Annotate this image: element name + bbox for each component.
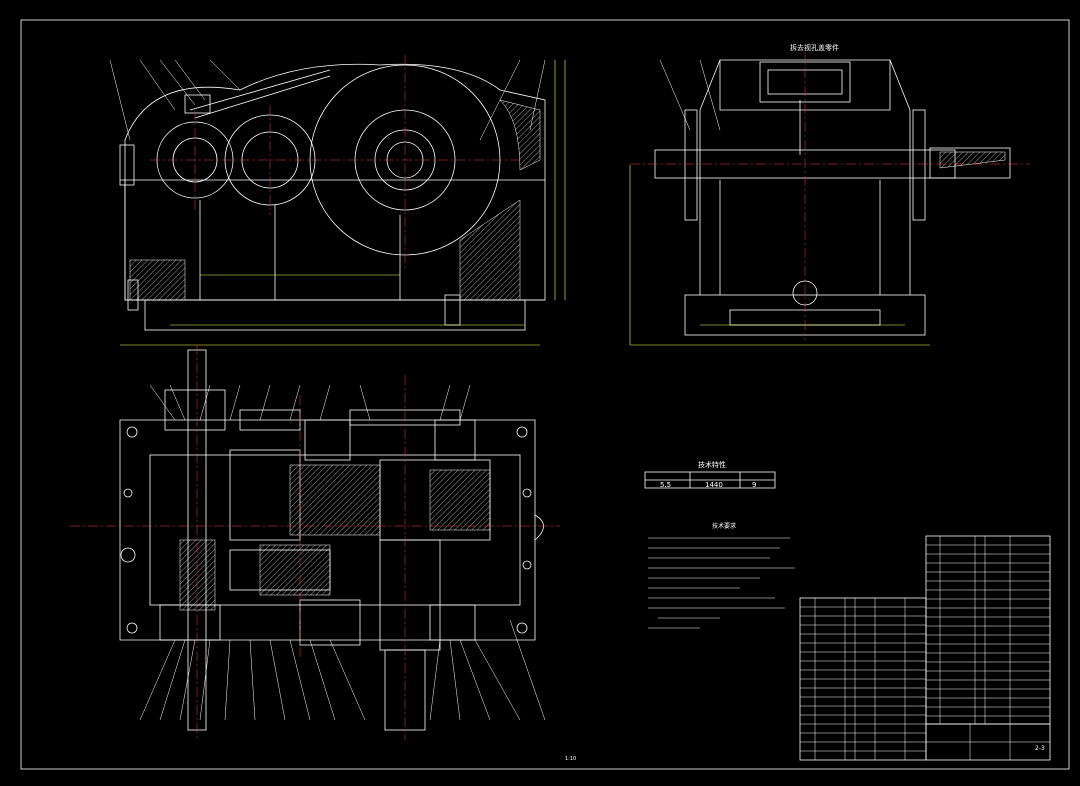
tech-characteristics-table: 技术特性 5.5 1440 9: [644, 460, 776, 489]
tech-char-speed: 1440: [705, 481, 723, 489]
plan-view: [70, 345, 560, 740]
tech-req-title: 技术要求: [712, 522, 736, 530]
tech-char-ratio: 9: [752, 481, 756, 489]
side-view-title: 拆去视孔盖零件: [790, 43, 839, 52]
tech-chars-title: 技术特性: [698, 460, 726, 469]
front-view: [109, 55, 566, 346]
parts-list: 2-3: [799, 535, 1051, 761]
bottom-center-label: 1:10: [565, 756, 576, 762]
title-block-code: 2-3: [1035, 745, 1045, 752]
side-view: 拆去视孔盖零件: [629, 43, 1030, 346]
tech-char-power: 5.5: [660, 481, 671, 489]
drawing-border: [20, 19, 1070, 770]
technical-requirements: 技术要求: [648, 522, 795, 629]
